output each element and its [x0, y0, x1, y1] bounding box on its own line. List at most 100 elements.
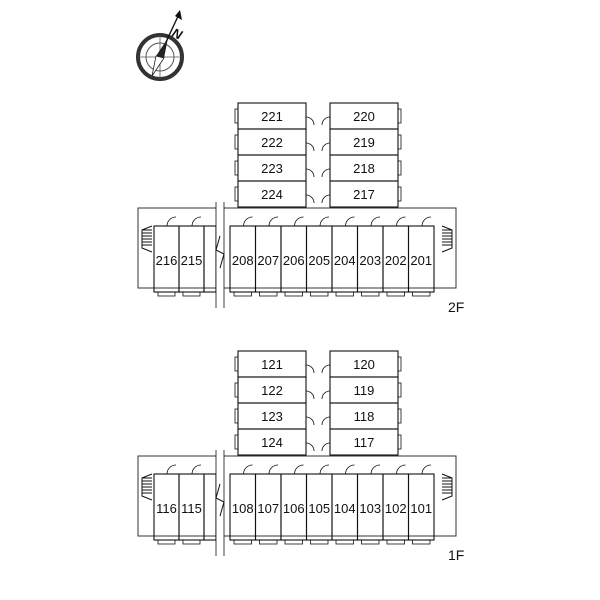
- balcony: [412, 291, 431, 297]
- unit-label: 108: [232, 501, 254, 516]
- unit-label: 120: [353, 357, 375, 372]
- door-swing: [305, 116, 315, 126]
- door-swing: [321, 116, 331, 126]
- door-swing: [305, 142, 315, 152]
- door-swing: [321, 416, 331, 426]
- stairs-right: [441, 473, 453, 501]
- unit-box: [203, 473, 217, 541]
- door-swing: [305, 416, 315, 426]
- balcony: [386, 539, 405, 545]
- corridor-outline: [137, 207, 457, 289]
- unit-label: 115: [181, 501, 202, 516]
- unit-label: 204: [334, 253, 356, 268]
- balcony: [335, 539, 354, 545]
- unit-label: 104: [334, 501, 356, 516]
- stairs-left: [141, 225, 153, 253]
- unit-label: 223: [261, 161, 283, 176]
- door-swing: [396, 216, 406, 227]
- unit-label: 117: [354, 435, 375, 450]
- door-swing: [243, 464, 253, 475]
- door-swing: [166, 216, 177, 227]
- stairs-right: [441, 225, 453, 253]
- balcony: [386, 291, 405, 297]
- door-swing: [191, 216, 202, 227]
- balcony: [157, 291, 176, 297]
- balcony: [259, 539, 278, 545]
- door-swing: [191, 464, 202, 475]
- balcony: [157, 539, 176, 545]
- balcony: [234, 356, 239, 372]
- door-swing: [370, 464, 381, 475]
- compass: N: [136, 10, 185, 81]
- stair-outline: [141, 225, 153, 253]
- door-swing: [305, 442, 315, 452]
- unit-label: 103: [359, 501, 381, 516]
- door-swing: [305, 194, 315, 204]
- balcony: [234, 186, 239, 202]
- door-swing: [305, 364, 315, 374]
- break-zigzag: [215, 235, 225, 269]
- balcony: [182, 539, 201, 545]
- unit-label: 123: [261, 409, 283, 424]
- door-swing: [345, 464, 355, 475]
- stair-outline: [141, 473, 153, 501]
- balcony: [335, 291, 354, 297]
- balcony: [361, 291, 380, 297]
- door-swing: [268, 464, 279, 475]
- unit-label: 221: [261, 109, 283, 124]
- unit-label: 101: [410, 501, 432, 516]
- break-zigzag: [215, 483, 225, 517]
- door-swing: [294, 464, 304, 475]
- unit-label: 124: [261, 435, 283, 450]
- unit-label: 216: [156, 253, 178, 268]
- unit-label: 219: [353, 135, 375, 150]
- door-swing: [294, 216, 304, 227]
- floor-label: 2F: [448, 299, 464, 315]
- balcony: [234, 160, 239, 176]
- balcony: [234, 434, 239, 450]
- door-swing: [321, 168, 331, 178]
- unit-label: 102: [385, 501, 407, 516]
- door-swing: [345, 216, 355, 227]
- balcony: [397, 134, 402, 150]
- unit-label: 224: [261, 187, 283, 202]
- balcony: [397, 108, 402, 124]
- unit-label: 208: [232, 253, 254, 268]
- door-swing: [166, 464, 177, 475]
- unit-label: 106: [283, 501, 305, 516]
- unit-label: 121: [261, 357, 283, 372]
- balcony: [284, 291, 303, 297]
- unit-label: 220: [353, 109, 375, 124]
- balcony: [234, 134, 239, 150]
- unit-label: 116: [156, 501, 177, 516]
- door-swing: [321, 194, 331, 204]
- balcony: [361, 539, 380, 545]
- balcony: [234, 408, 239, 424]
- floor-label: 1F: [448, 547, 464, 563]
- door-swing: [321, 364, 331, 374]
- unit-label: 107: [257, 501, 279, 516]
- balcony: [397, 186, 402, 202]
- door-swing: [268, 216, 279, 227]
- balcony: [234, 382, 239, 398]
- balcony: [397, 382, 402, 398]
- unit-label: 218: [353, 161, 375, 176]
- unit-label: 222: [261, 135, 283, 150]
- balcony: [182, 291, 201, 297]
- door-swing: [305, 168, 315, 178]
- door-swing: [421, 216, 432, 227]
- stair-outline: [441, 473, 453, 501]
- unit-label: 217: [353, 187, 375, 202]
- balcony: [310, 291, 329, 297]
- balcony: [412, 539, 431, 545]
- door-swing: [321, 390, 331, 400]
- unit-label: 201: [410, 253, 432, 268]
- balcony: [310, 539, 329, 545]
- corridor-outline: [137, 455, 457, 537]
- unit-label: 206: [283, 253, 305, 268]
- unit-label: 203: [359, 253, 381, 268]
- stair-outline: [441, 225, 453, 253]
- unit-label: 122: [261, 383, 283, 398]
- door-swing: [305, 390, 315, 400]
